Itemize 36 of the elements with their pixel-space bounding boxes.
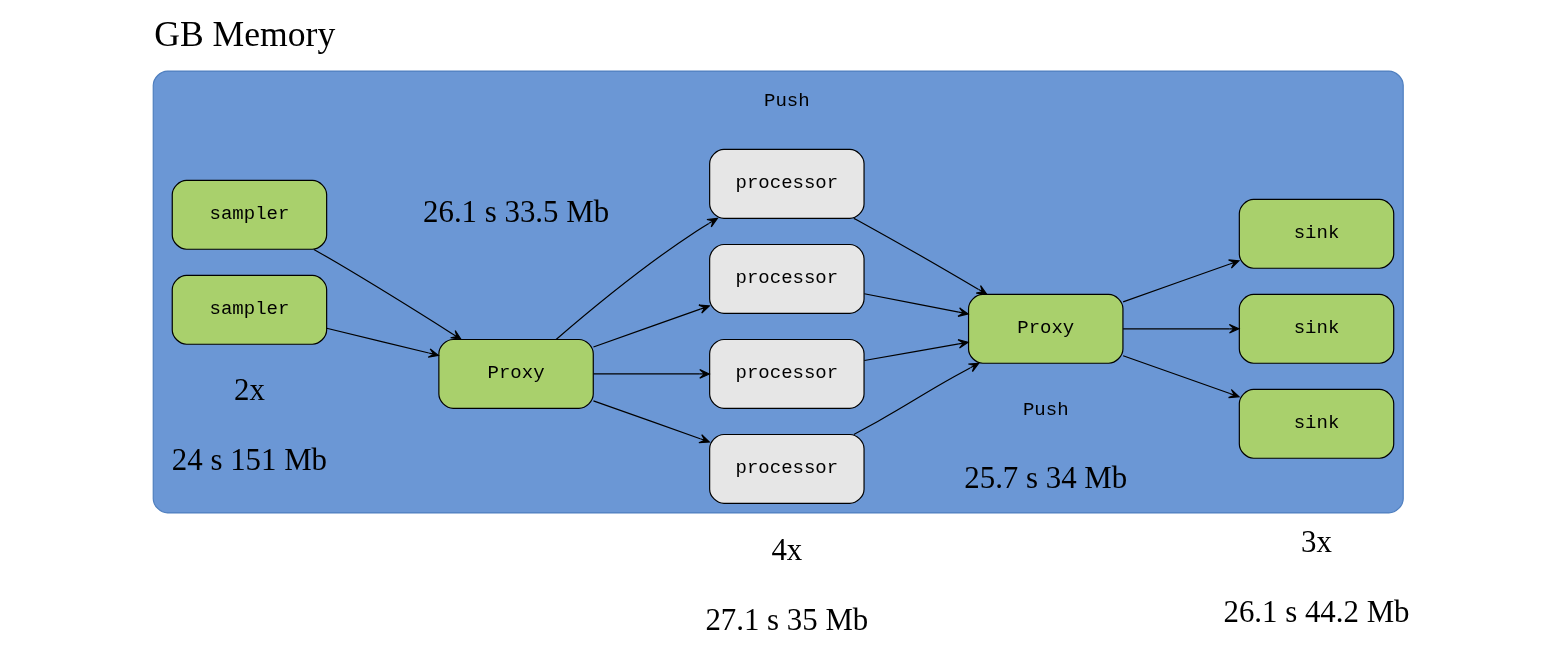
label: Push <box>1022 399 1069 422</box>
label: 3x <box>1301 524 1332 560</box>
node-box: sink <box>1238 388 1395 459</box>
node-box: sampler <box>171 179 328 250</box>
arrow <box>313 248 462 340</box>
node-box: sampler <box>171 274 328 345</box>
cluster <box>152 70 1404 514</box>
node-box: Proxy <box>438 338 594 409</box>
arrow <box>1122 259 1240 303</box>
arrow <box>555 217 718 341</box>
label: Push <box>764 90 810 113</box>
arrow <box>853 362 980 436</box>
node-box: processor <box>709 338 865 409</box>
node-box: Proxy <box>967 293 1124 364</box>
arrow <box>853 217 988 295</box>
arrow <box>326 327 439 358</box>
node-box: processor <box>709 433 865 504</box>
node-box: processor <box>709 148 865 219</box>
arrow <box>1122 323 1240 334</box>
diagram-title: GB Memory <box>154 14 336 55</box>
arrow <box>1122 355 1240 399</box>
arrow <box>592 400 710 444</box>
arrow <box>592 304 710 348</box>
node-box: processor <box>709 243 865 314</box>
node-label: 26.1 s 33.5 Mb <box>423 194 610 230</box>
arrow <box>863 293 969 317</box>
node-label: 25.7 s 34 Mb <box>964 460 1128 496</box>
node-box: sink <box>1238 293 1395 364</box>
node-box: sink <box>1238 198 1395 269</box>
arrow <box>863 339 969 362</box>
label: 24 s 151 Mb <box>171 442 328 478</box>
arrow <box>592 369 710 379</box>
label: 26.1 s 44.2 Mb <box>1223 594 1410 630</box>
label: 4x <box>771 531 803 567</box>
label: 2x <box>234 372 265 408</box>
label: 27.1 s 35 Mb <box>705 601 869 637</box>
